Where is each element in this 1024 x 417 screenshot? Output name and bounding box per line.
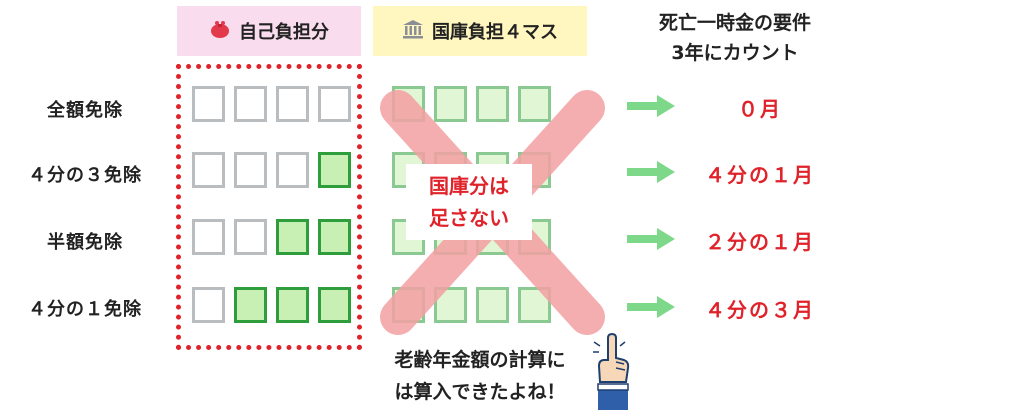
- arrow-right-icon: [627, 296, 675, 318]
- state-pay-header: 国庫負担４マス: [373, 6, 587, 56]
- self-pay-frame: [176, 64, 362, 350]
- result-half: ２分の１月: [705, 230, 815, 254]
- self-pay-empty-box: [192, 219, 225, 255]
- self-pay-filled-box: [318, 287, 351, 323]
- row-label-half: 半額免除: [47, 232, 123, 253]
- result-quarter: ４分の３月: [705, 298, 815, 322]
- self-pay-empty-box: [234, 152, 267, 188]
- self-pay-filled-box: [276, 219, 309, 255]
- self-pay-filled-box: [276, 287, 309, 323]
- result-three-quarter: ４分の１月: [705, 163, 815, 187]
- purse-icon: [209, 18, 231, 45]
- self-pay-header-label: 自己負担分: [239, 22, 329, 43]
- state-pay-box: [476, 86, 509, 122]
- arrow-right-icon: [627, 161, 675, 183]
- state-pay-box: [476, 287, 509, 323]
- state-pay-box: [434, 86, 467, 122]
- requirement-title: 死亡一時金の要件 3年にカウント: [610, 8, 860, 68]
- cross-note-line2: 足さない: [429, 206, 509, 230]
- row-label-three-quarter: ４分の３免除: [28, 165, 142, 186]
- arrow-right-icon: [627, 95, 675, 117]
- result-full: ０月: [738, 97, 782, 121]
- state-pay-box: [518, 86, 551, 122]
- row-label-full: 全額免除: [47, 100, 123, 121]
- bank-icon: [402, 18, 424, 45]
- self-pay-filled-box: [234, 287, 267, 323]
- requirement-title-line1: 死亡一時金の要件: [658, 12, 811, 34]
- self-pay-empty-box: [318, 86, 351, 122]
- self-pay-empty-box: [276, 152, 309, 188]
- requirement-title-line2: 3年にカウント: [671, 42, 799, 64]
- row-label-quarter: ４分の１免除: [28, 299, 142, 320]
- bottom-note-line1: 老齢年金額の計算に: [394, 349, 566, 371]
- self-pay-empty-box: [192, 152, 225, 188]
- pointing-hand-icon: [593, 332, 630, 410]
- self-pay-header: 自己負担分: [177, 6, 361, 56]
- state-pay-box: [518, 287, 551, 323]
- cross-note-line1: 国庫分は: [429, 174, 509, 198]
- arrow-right-icon: [627, 228, 675, 250]
- state-pay-header-label: 国庫負担４マス: [432, 22, 558, 43]
- self-pay-empty-box: [192, 287, 225, 323]
- self-pay-filled-box: [318, 152, 351, 188]
- bottom-note-line2: は算入できたよね！: [394, 381, 566, 403]
- self-pay-empty-box: [276, 86, 309, 122]
- bottom-note: 老齢年金額の計算に は算入できたよね！: [340, 344, 620, 408]
- self-pay-empty-box: [192, 86, 225, 122]
- self-pay-filled-box: [318, 219, 351, 255]
- cross-note: 国庫分は 足さない: [406, 164, 532, 240]
- self-pay-empty-box: [234, 219, 267, 255]
- self-pay-empty-box: [234, 86, 267, 122]
